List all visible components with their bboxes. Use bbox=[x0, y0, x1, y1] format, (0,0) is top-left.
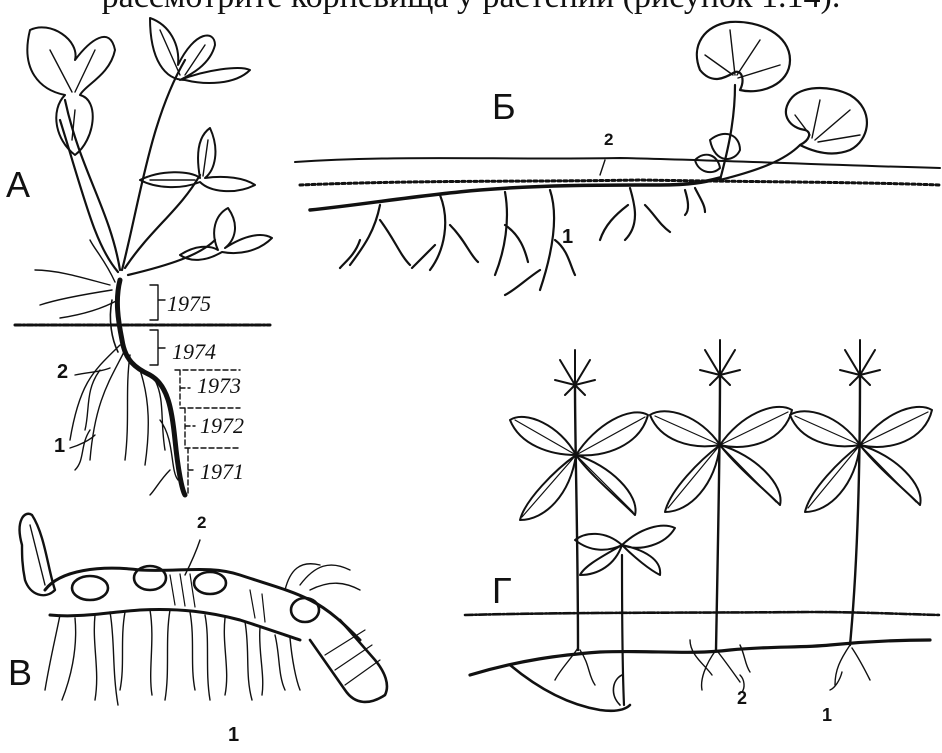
panel-g-letter: Г bbox=[492, 570, 512, 612]
year-label-1975: 1975 bbox=[167, 291, 211, 317]
panel-v-letter: В bbox=[8, 652, 32, 694]
panel-b-drawing bbox=[295, 22, 940, 295]
year-label-1973: 1973 bbox=[197, 373, 241, 399]
panel-g-label-1: 1 bbox=[822, 705, 832, 726]
panel-v-label-2: 2 bbox=[197, 513, 206, 533]
year-label-1971: 1971 bbox=[200, 459, 244, 485]
panel-b-label-2: 2 bbox=[604, 130, 613, 150]
panel-v-label-1: 1 bbox=[228, 724, 239, 747]
panel-b-letter: Б bbox=[492, 86, 516, 128]
panel-g-label-2: 2 bbox=[737, 688, 747, 709]
panel-g-drawing bbox=[465, 340, 940, 711]
year-label-1972: 1972 bbox=[200, 413, 244, 439]
panel-a-label-2: 2 bbox=[57, 361, 68, 384]
panel-v-drawing bbox=[20, 514, 387, 705]
panel-a-label-1: 1 bbox=[54, 435, 65, 458]
panel-b-label-1: 1 bbox=[562, 226, 573, 249]
year-label-1974: 1974 bbox=[172, 339, 216, 365]
panel-a-letter: А bbox=[6, 164, 30, 206]
